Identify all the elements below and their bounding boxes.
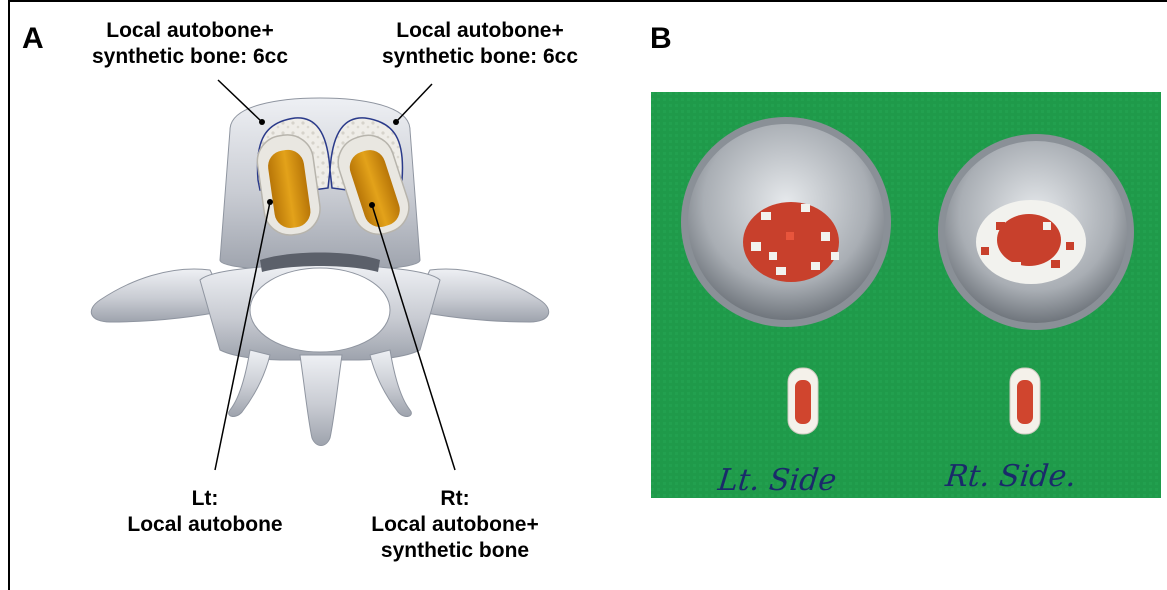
- handwriting-right: Rt. Side.: [943, 459, 1078, 494]
- label-bottom-right-line2: Local autobone+: [340, 512, 570, 538]
- spinous-process: [300, 355, 342, 446]
- right-bowl: [938, 134, 1134, 330]
- spinal-canal: [250, 268, 390, 352]
- right-cage-photo: [1010, 368, 1040, 434]
- label-bottom-left-line1: Lt:: [95, 486, 315, 512]
- label-bottom-left-line2: Local autobone: [95, 512, 315, 538]
- vertebra-illustration: [60, 60, 580, 480]
- left-bowl-bone-mix: [743, 202, 839, 282]
- panel-b-letter: B: [650, 24, 672, 54]
- label-top-left-line1: Local autobone+: [75, 18, 305, 44]
- label-bottom-right: Rt: Local autobone+ synthetic bone: [340, 486, 570, 564]
- frame-top-border: [8, 0, 1167, 2]
- label-top-right-line1: Local autobone+: [365, 18, 595, 44]
- left-cage-photo: [788, 368, 818, 434]
- surgical-photo: Lt. Side Rt. Side.: [651, 92, 1161, 498]
- left-inferior-process: [229, 350, 270, 416]
- right-inferior-process: [370, 350, 411, 416]
- label-bottom-right-line1: Rt:: [340, 486, 570, 512]
- frame-left-border: [8, 0, 10, 590]
- handwriting-left: Lt. Side: [715, 463, 838, 498]
- right-bowl-bone-mix: [976, 200, 1086, 284]
- panel-a-letter: A: [22, 24, 44, 54]
- left-bowl: [681, 117, 891, 327]
- label-bottom-left: Lt: Local autobone: [95, 486, 315, 538]
- label-bottom-right-line3: synthetic bone: [340, 538, 570, 564]
